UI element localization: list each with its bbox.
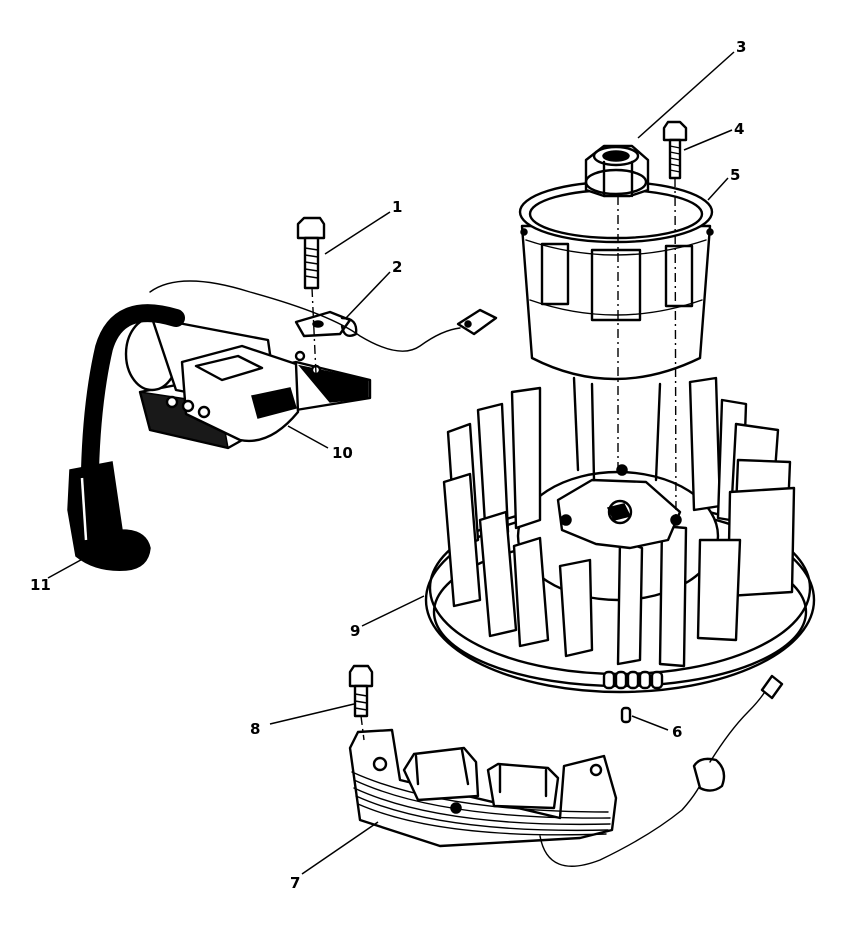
callout-2: 2 <box>392 258 402 276</box>
callout-4: 4 <box>734 120 744 138</box>
callout-3: 3 <box>736 38 746 56</box>
callout-11: 11 <box>30 576 51 594</box>
leader-lines <box>47 51 735 875</box>
callout-8: 8 <box>250 720 260 738</box>
ground-terminal <box>149 280 498 352</box>
flywheel-nut <box>584 144 650 198</box>
callout-1: 1 <box>392 198 402 216</box>
spark-plug-boot <box>67 304 185 571</box>
magneto-armature <box>348 674 784 867</box>
flywheel <box>424 376 816 694</box>
center-lines <box>311 177 677 741</box>
callout-6: 6 <box>672 723 682 741</box>
callout-7: 7 <box>290 874 300 892</box>
ignition-coil <box>124 316 372 450</box>
magneto-bolt <box>348 664 374 718</box>
callout-10: 10 <box>332 444 353 462</box>
callout-labels: 1 2 3 4 5 6 7 8 9 10 11 <box>30 38 746 892</box>
callout-9: 9 <box>350 622 360 640</box>
rotating-screen-cup <box>518 180 714 482</box>
callout-5: 5 <box>730 166 740 184</box>
flywheel-key <box>620 706 632 724</box>
ignition-coil-bolt <box>296 216 326 290</box>
screen-screw <box>662 120 688 180</box>
